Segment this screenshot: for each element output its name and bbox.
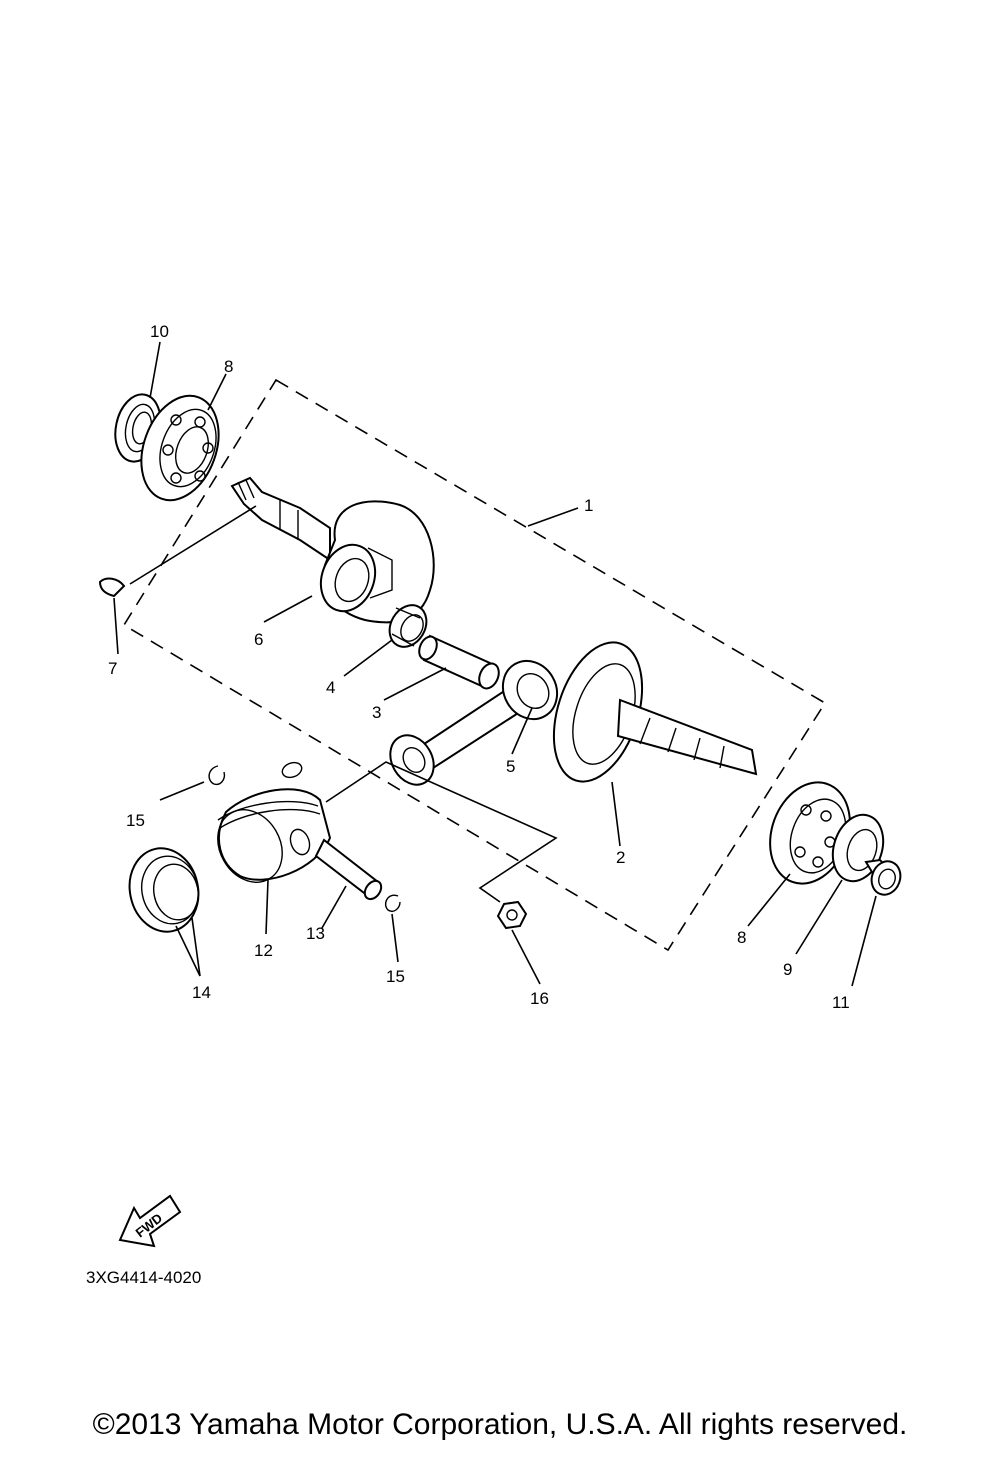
piston-pin-clip-lower-part [384, 894, 401, 912]
woodruff-key-part [98, 577, 126, 598]
callout-7: 7 [108, 659, 117, 678]
forward-arrow-icon: FWD [118, 1194, 182, 1248]
callout-6: 6 [254, 630, 263, 649]
crank-left-part [230, 476, 435, 624]
callout-11: 11 [832, 993, 850, 1012]
callout-3: 3 [372, 703, 381, 722]
piston-part [217, 761, 332, 883]
copyright-notice: ©2013 Yamaha Motor Corporation, U.S.A. A… [92, 1408, 908, 1441]
bearing-left-part [140, 394, 220, 502]
callout-2: 2 [616, 848, 625, 867]
callout-13: 13 [306, 924, 325, 943]
crankshaft-assembly-boundary [122, 378, 827, 952]
callout-12: 12 [254, 941, 273, 960]
callout-8-right: 8 [737, 928, 746, 947]
leader-lines [113, 341, 877, 987]
diagram-code: 3XG4414-4020 [86, 1268, 202, 1287]
piston-pin-part [314, 838, 383, 901]
piston-rings-part [128, 847, 200, 933]
callout-16: 16 [530, 989, 549, 1008]
callout-5: 5 [506, 757, 515, 776]
callout-15-lower: 15 [386, 967, 405, 986]
nut-part [496, 900, 528, 930]
callout-10: 10 [150, 322, 169, 341]
callout-8-left: 8 [224, 357, 233, 376]
callout-14: 14 [192, 983, 211, 1002]
callout-15-upper: 15 [126, 811, 145, 830]
callout-9: 9 [783, 960, 792, 979]
callout-numbers: 1 2 3 4 5 6 7 8 8 9 10 11 12 13 14 15 15… [108, 322, 850, 1012]
needle-bearing-part [388, 604, 428, 648]
crank-pin-part [418, 634, 500, 690]
bearing-right-part [769, 781, 851, 885]
collar-part [864, 858, 902, 896]
callout-1: 1 [584, 496, 593, 515]
crank-right-part [552, 641, 758, 783]
callout-4: 4 [326, 678, 335, 697]
piston-pin-clip-upper-part [208, 765, 226, 786]
connecting-rod-part [389, 659, 559, 786]
